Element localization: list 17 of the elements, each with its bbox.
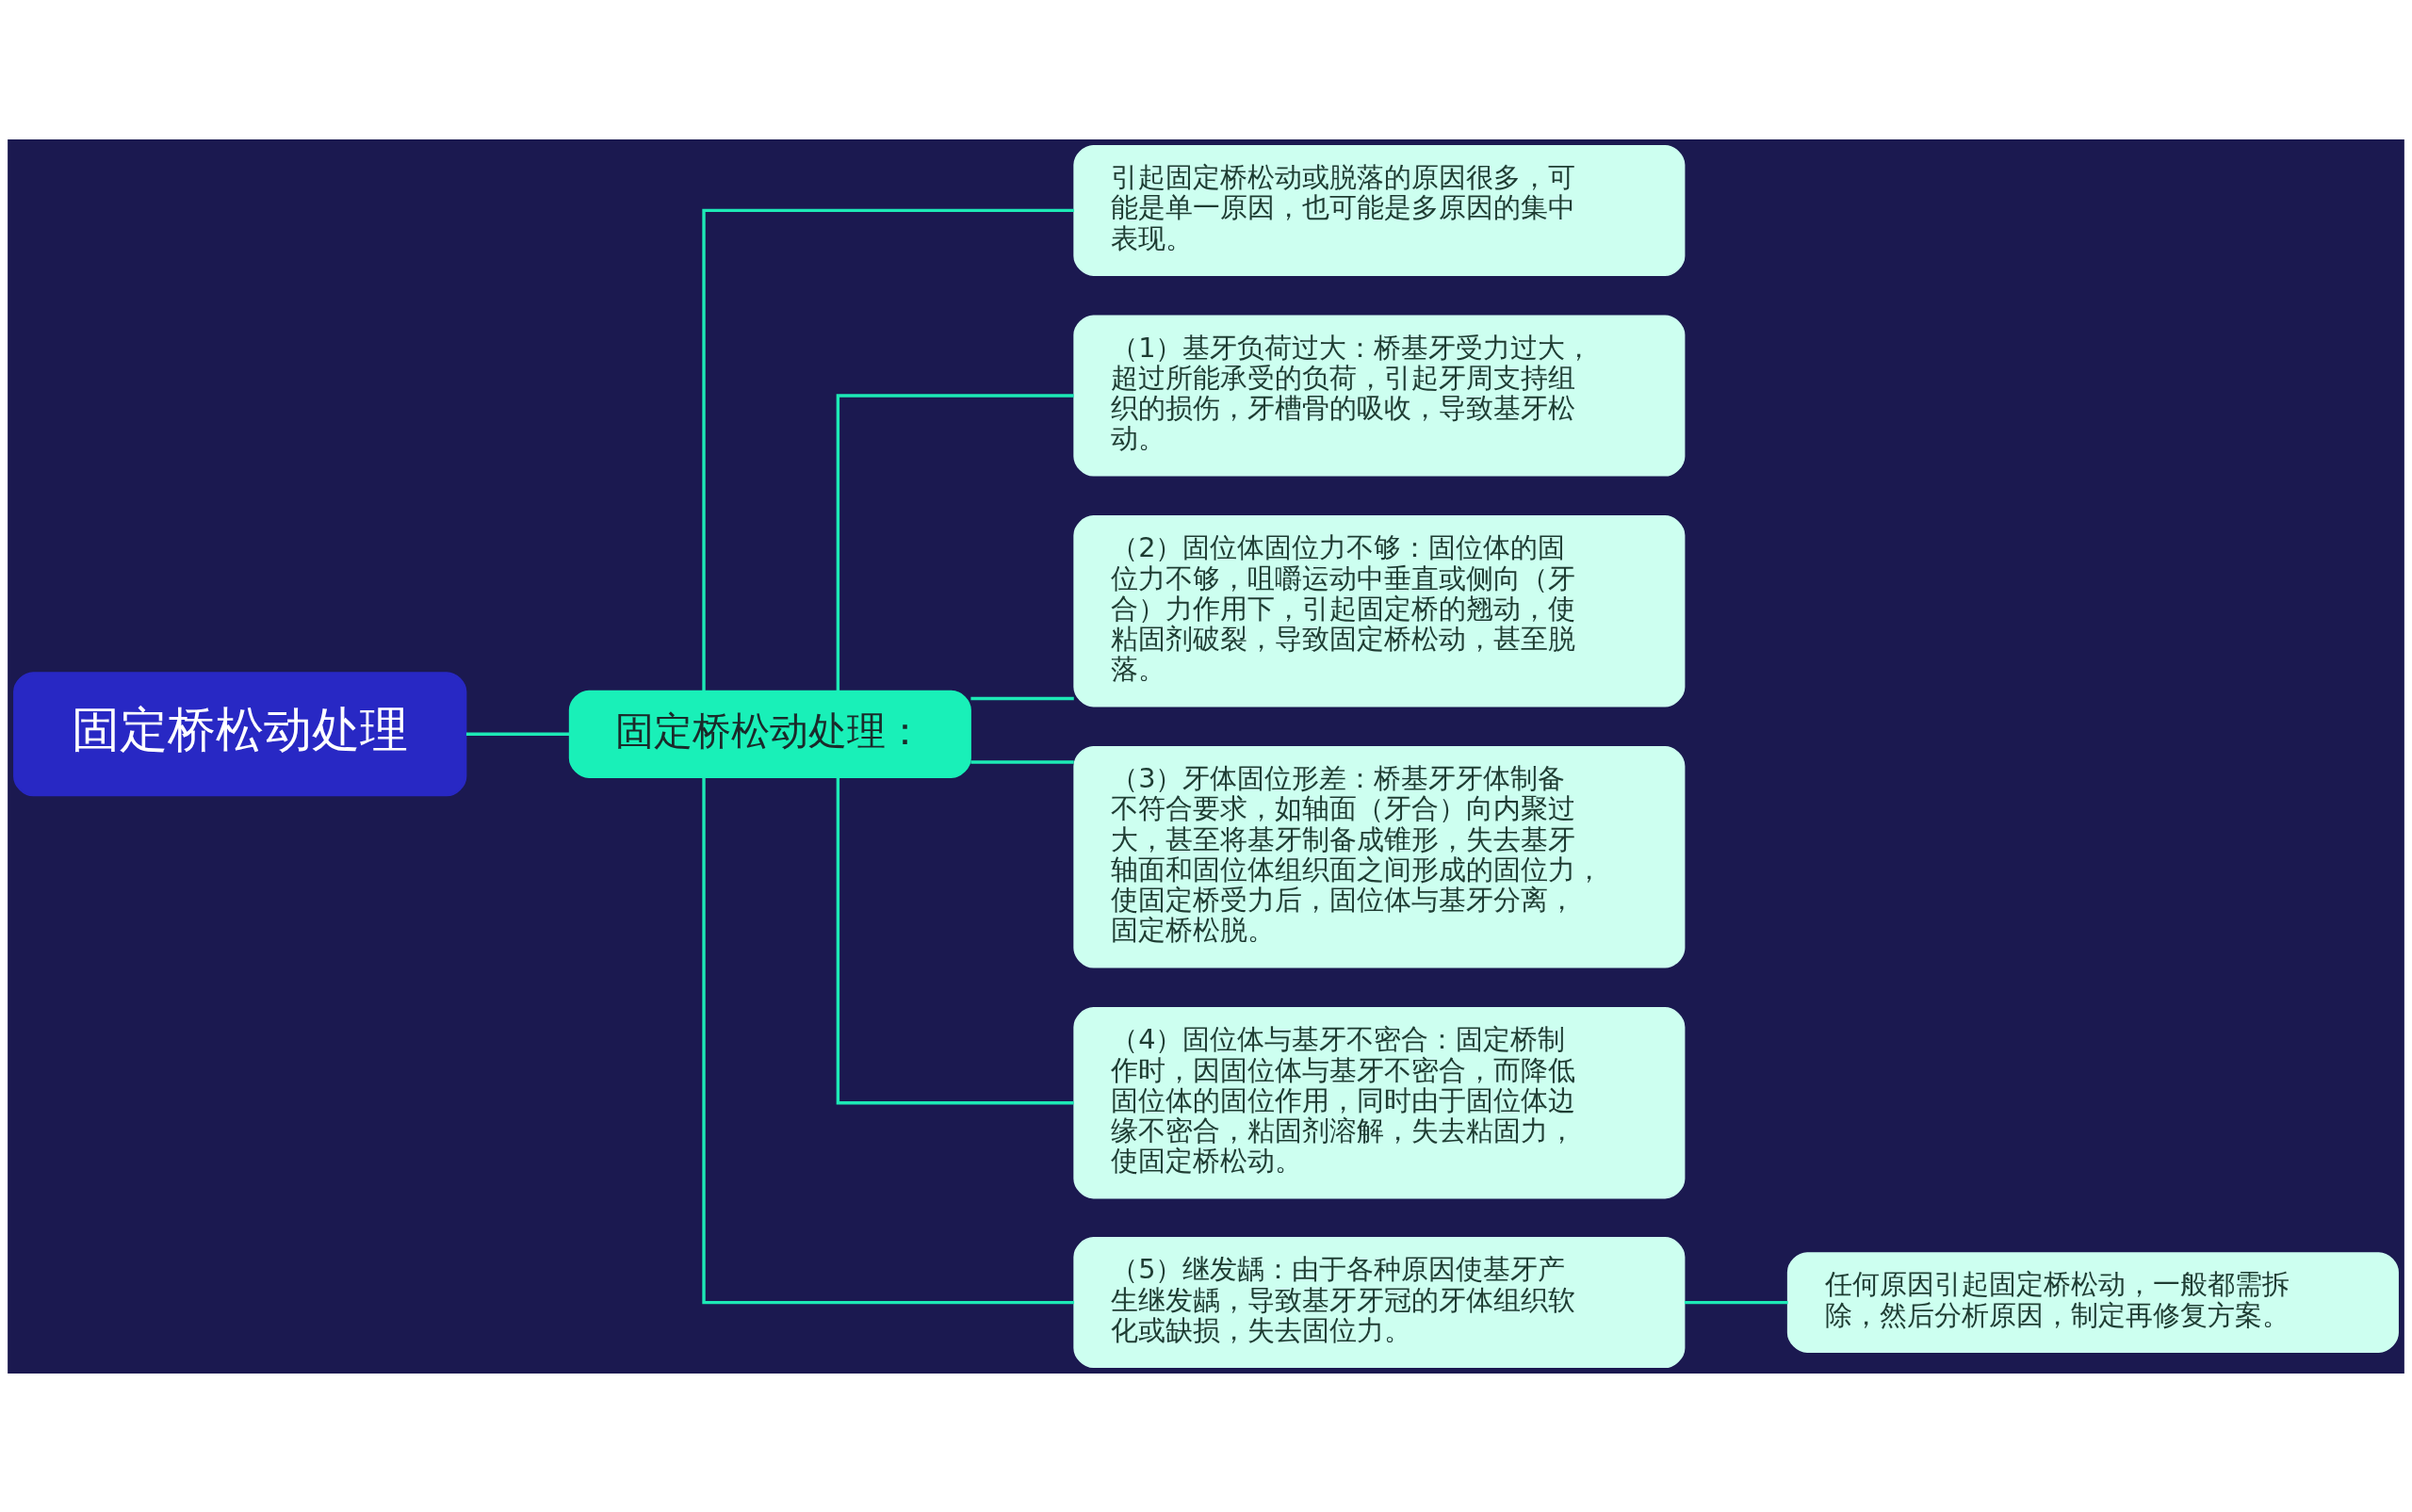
connector (1684, 1300, 1788, 1304)
connector (465, 732, 570, 736)
node-box: （2）固位体固位力不够：固位体的固位力不够，咀嚼运动中垂直或侧向（牙合）力作用下，引起固定桥的翘动，使粘固剂破裂，导致固定桥松动，甚至脱落。 (1073, 514, 1686, 707)
node-box: 任何原因引起固定桥松动，一般都需拆除，然后分析原因，制定再修复方案。 (1786, 1251, 2399, 1353)
connector (702, 776, 1075, 1304)
node-box: （4）固位体与基牙不密合：固定桥制作时，因固位体与基牙不密合，而降低固位体的固位作用，同时由于固位体边缘不密合，粘固剂溶解，失去粘固力，使固定桥松动。 (1073, 1006, 1686, 1198)
node-box: 固定桥松动处理： (568, 690, 971, 778)
connector (836, 393, 1074, 691)
node-box: （5）继发龋：由于各种原因使基牙产生继发龋，导致基牙牙冠的牙体组织软化或缺损，失去固位力。 (1073, 1236, 1686, 1368)
node-box: （3）牙体固位形差：桥基牙牙体制备不符合要求，如轴面（牙合）向内聚过大，甚至将基牙制备成锥形，失去基牙轴面和固位体组织面之间形成的固位力，使固定桥受力后，固位体与基牙分离，固定桥松脱。 (1073, 745, 1686, 968)
connector (970, 759, 1074, 764)
connector (970, 696, 1074, 700)
node-box: 引起固定桥松动或脱落的原因很多，可能是单一原因，也可能是多原因的集中表现。 (1073, 144, 1686, 276)
connector (702, 208, 1075, 691)
connector (836, 777, 1074, 1104)
node-box: 固定桥松动处理 (13, 671, 467, 796)
node-box: （1）基牙负荷过大：桥基牙受力过大，超过所能承受的负荷，引起牙周支持组织的损伤，牙槽骨的吸收，导致基牙松动。 (1073, 314, 1686, 477)
